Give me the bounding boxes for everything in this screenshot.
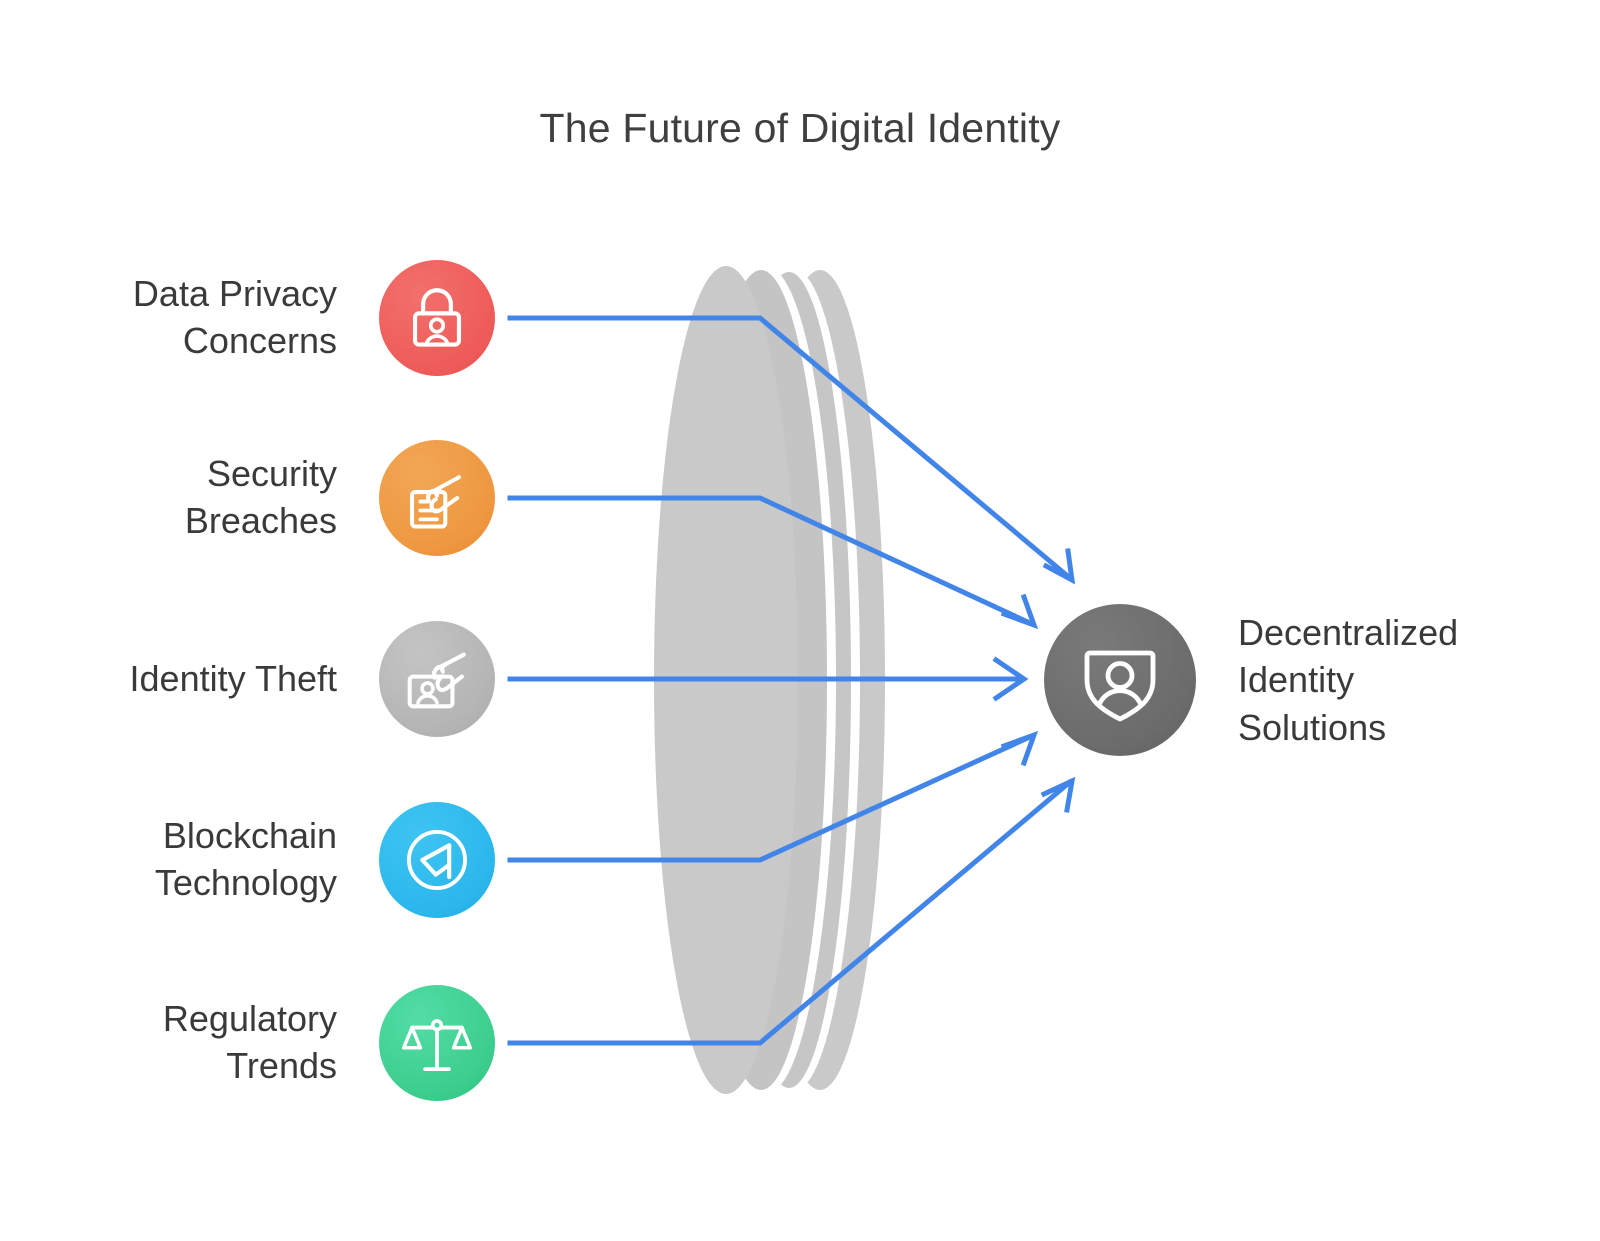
source-node-identity-theft[interactable]: Identity Theft	[0, 621, 495, 737]
source-node-data-privacy-concerns[interactable]: Data Privacy Concerns	[0, 260, 495, 376]
source-label-regulatory-trends: Regulatory Trends	[162, 998, 337, 1086]
connector-blockchain-technology	[507, 730, 1039, 863]
padlock-person-icon	[412, 288, 462, 347]
source-icon-blockchain-token	[379, 802, 495, 918]
source-label-security-breaches: Security Breaches	[184, 453, 337, 541]
id-card-hand-icon	[407, 652, 466, 709]
connector-identity-theft	[507, 656, 1029, 702]
connector-data-privacy-concerns	[507, 315, 1076, 585]
source-label-data-privacy-concerns: Data Privacy Concerns	[132, 273, 337, 361]
hand-document-icon	[410, 475, 461, 529]
source-icon-balance-scales	[379, 985, 495, 1101]
source-label-identity-theft: Identity Theft	[129, 657, 337, 699]
source-icon-hand-document	[379, 440, 495, 556]
source-node-regulatory-trends[interactable]: Regulatory Trends	[0, 985, 495, 1101]
connector-regulatory-trends	[507, 776, 1076, 1046]
target-node-decentralized-identity-solutions[interactable]: Decentralized Identity Solutions	[1044, 604, 1458, 756]
shield-person-icon	[1084, 650, 1156, 722]
source-icon-id-card-hand	[379, 621, 495, 737]
target-label: Decentralized Identity Solutions	[1238, 611, 1459, 748]
source-node-security-breaches[interactable]: Security Breaches	[0, 440, 495, 556]
source-icon-padlock-person	[379, 260, 495, 376]
page-title: The Future of Digital Identity	[539, 105, 1061, 151]
balance-scales-icon	[401, 1019, 473, 1072]
target-icon-shield-person	[1044, 604, 1196, 756]
source-label-blockchain-technology: Blockchain Technology	[154, 815, 337, 903]
source-node-blockchain-technology[interactable]: Blockchain Technology	[0, 802, 495, 918]
connector-security-breaches	[507, 495, 1039, 630]
blockchain-token-icon	[407, 830, 467, 890]
